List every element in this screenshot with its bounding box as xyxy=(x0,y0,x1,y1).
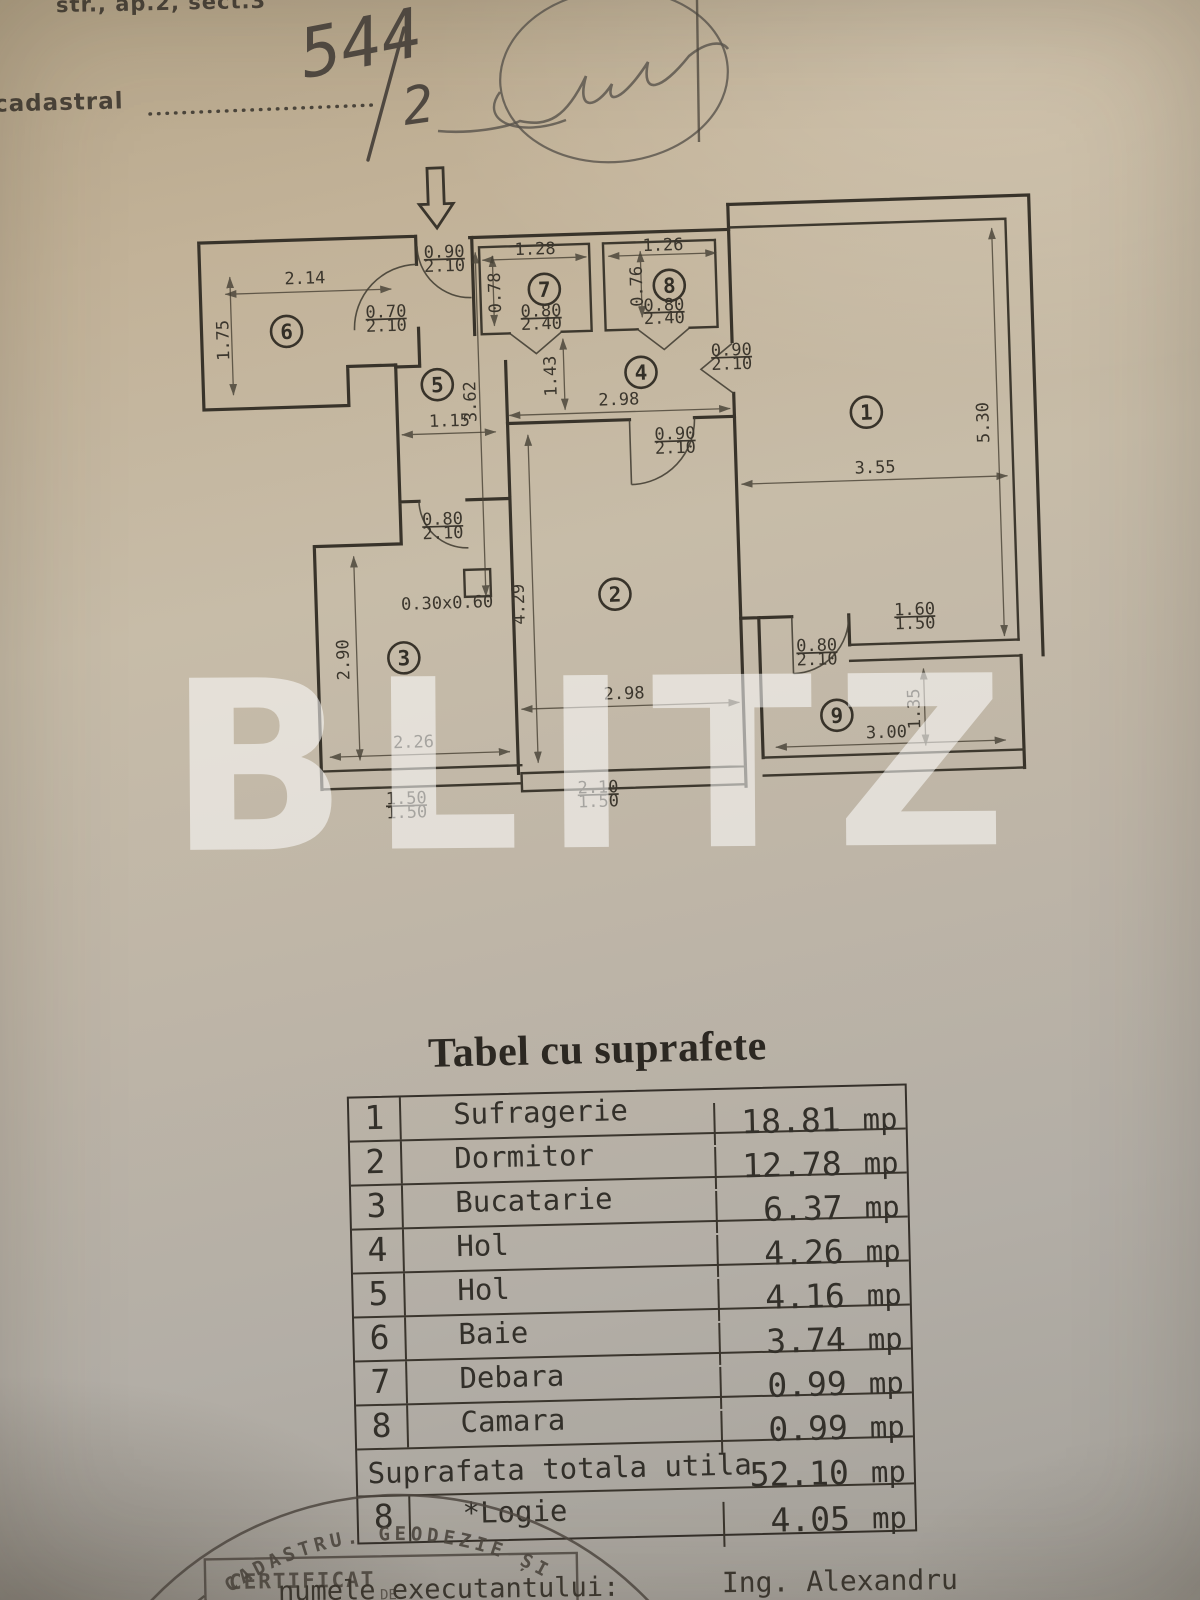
dim-label: 3.55 xyxy=(854,457,896,478)
room-number: 7 xyxy=(538,278,551,302)
dim-label: 0.76 xyxy=(627,266,648,308)
dim-label: 3.62 xyxy=(460,381,481,423)
footer-engineer-text: Ing. Alexandru xyxy=(722,1563,958,1599)
dim-label: 2.90 xyxy=(333,639,354,681)
dim-label: 2.40 xyxy=(521,314,563,335)
dim-label: 5.30 xyxy=(973,402,994,444)
handwritten-2: 2 xyxy=(398,74,437,138)
dim-label: 0.30x0.60 xyxy=(401,592,494,615)
room-circle xyxy=(624,355,658,390)
stamp-inner-box xyxy=(203,1551,580,1600)
handwritten-slash xyxy=(366,26,406,162)
dim-label: 1.28 xyxy=(514,239,556,260)
dim-label: 1.50 xyxy=(386,802,428,823)
dim-label: 1.60 xyxy=(894,599,936,620)
dim-label: 0.80 xyxy=(422,509,464,530)
dim-label: 0.80 xyxy=(520,301,562,322)
dim-label: 0.70 xyxy=(365,302,407,323)
dim-label: 0.90 xyxy=(654,424,696,445)
dim-label: 2.10 xyxy=(655,438,697,459)
dim-label: 1.15 xyxy=(429,411,471,432)
room-circle xyxy=(820,698,854,733)
room-number: 3 xyxy=(397,646,410,670)
dimension-labels: 2.141.750.902.100.702.100.781.280.802.40… xyxy=(213,235,994,824)
dim-label: 1.26 xyxy=(642,235,684,256)
handwritten-cadastral-number: 544 2 xyxy=(148,0,438,162)
footer-line: numele executantului: Ing. Alexandru xyxy=(278,1563,958,1600)
dim-label: 2.10 xyxy=(366,316,408,337)
room-number: 2 xyxy=(608,583,621,607)
stamp-certificat-text: CERTIFICAT xyxy=(229,1567,376,1594)
form-edge-line xyxy=(695,0,701,143)
footer-left-text: numele executantului: xyxy=(278,1572,620,1600)
dim-label: 2.10 xyxy=(711,354,753,375)
dim-label: 2.14 xyxy=(284,268,326,289)
dim-label: 3.00 xyxy=(866,722,908,743)
room-number: 6 xyxy=(280,320,293,344)
room-circle xyxy=(598,577,632,612)
room-number: 4 xyxy=(634,361,647,385)
room-circle xyxy=(387,641,421,675)
room-number: 5 xyxy=(431,373,444,397)
stamp-de-text: DE xyxy=(380,1587,397,1600)
signature xyxy=(437,0,730,164)
room-circle xyxy=(849,395,884,430)
watermark-blitz: BLITZ xyxy=(167,625,1030,906)
entrance-arrow-icon xyxy=(416,166,456,231)
dim-label: 1.50 xyxy=(386,788,428,809)
room-circle xyxy=(269,314,304,349)
stamp-outer-circle xyxy=(53,1493,747,1600)
dim-label: 2.10 xyxy=(424,256,466,277)
dim-label: 2.10 xyxy=(422,523,464,544)
dim-label: 0.80 xyxy=(643,295,685,316)
dim-label: 1.35 xyxy=(904,688,925,730)
dotted-leader xyxy=(148,103,376,116)
room-circle xyxy=(420,367,455,402)
room-circle xyxy=(652,268,687,303)
room-circle xyxy=(527,272,562,307)
dim-label: 1.75 xyxy=(213,320,234,362)
plan-walls xyxy=(197,193,1045,793)
room-number: 8 xyxy=(663,274,676,298)
dim-label: 2.10 xyxy=(577,777,619,798)
signature-stroke-2 xyxy=(492,91,567,129)
dim-label: 2.26 xyxy=(393,732,435,753)
dim-label: 0.90 xyxy=(423,242,465,263)
dim-label: 2.98 xyxy=(598,389,640,410)
dim-label: 0.80 xyxy=(796,635,838,656)
dim-label: 1.43 xyxy=(540,355,561,397)
signature-stroke xyxy=(437,42,730,134)
dim-label: 2.40 xyxy=(644,308,686,329)
dim-label: 1.50 xyxy=(894,613,936,634)
room-number: 1 xyxy=(860,401,873,425)
dim-label: 4.29 xyxy=(509,583,530,625)
dim-label: 1.50 xyxy=(578,791,620,812)
dim-label: 2.10 xyxy=(796,649,838,670)
plan-dimension-lines xyxy=(224,227,1009,764)
room-number: 9 xyxy=(830,704,843,728)
room-number-circles: 1 2 3 4 5 6 7 8 9 xyxy=(269,268,884,733)
dim-label: 0.78 xyxy=(485,272,506,314)
dim-label: 0.90 xyxy=(711,340,753,361)
signature-circle xyxy=(499,0,729,164)
dim-label: 2.98 xyxy=(603,683,645,704)
